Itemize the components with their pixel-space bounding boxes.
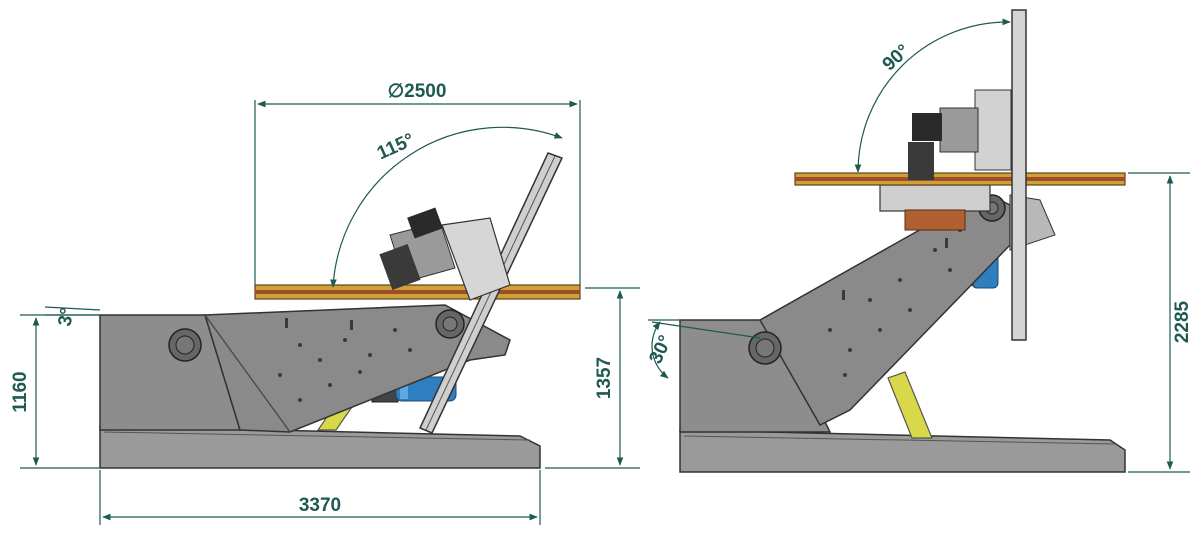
left-dimensions xyxy=(20,100,640,525)
left-arm-holes xyxy=(278,318,412,402)
right-yellow-strut xyxy=(887,371,933,439)
left-base-plate xyxy=(99,425,541,469)
right-pivot-wheel xyxy=(748,331,782,365)
right-dimensions xyxy=(648,18,1190,473)
right-base-angle-label: 30° xyxy=(645,332,676,367)
left-length-label: 3370 xyxy=(299,495,341,516)
right-height-label: 2285 xyxy=(1172,300,1193,343)
diameter-label: ∅2500 xyxy=(388,81,447,102)
left-table-height-label: 1357 xyxy=(594,357,615,399)
left-rotating-table xyxy=(254,284,581,300)
right-tilt-angle-label: 90° xyxy=(879,40,914,75)
left-tilt-angle-label: 115° xyxy=(374,130,417,165)
right-rotating-table xyxy=(794,172,1126,186)
right-main-housing xyxy=(679,319,832,433)
left-height-label: 1160 xyxy=(10,371,31,412)
right-base-plate xyxy=(679,429,1126,473)
left-pivot-wheel xyxy=(168,328,202,362)
right-positioner-view: 90° 30° 2285 xyxy=(645,9,1193,473)
left-base-edge xyxy=(103,431,531,441)
left-positioner-view: ∅2500 115° 3° 1160 1357 3370 xyxy=(10,81,640,525)
right-vertical-faceplate xyxy=(1011,9,1027,341)
right-rotation-gearbox xyxy=(908,89,1012,180)
left-base-angle-label: 3° xyxy=(55,306,79,328)
left-tilt-pivot-wheel xyxy=(435,309,465,339)
